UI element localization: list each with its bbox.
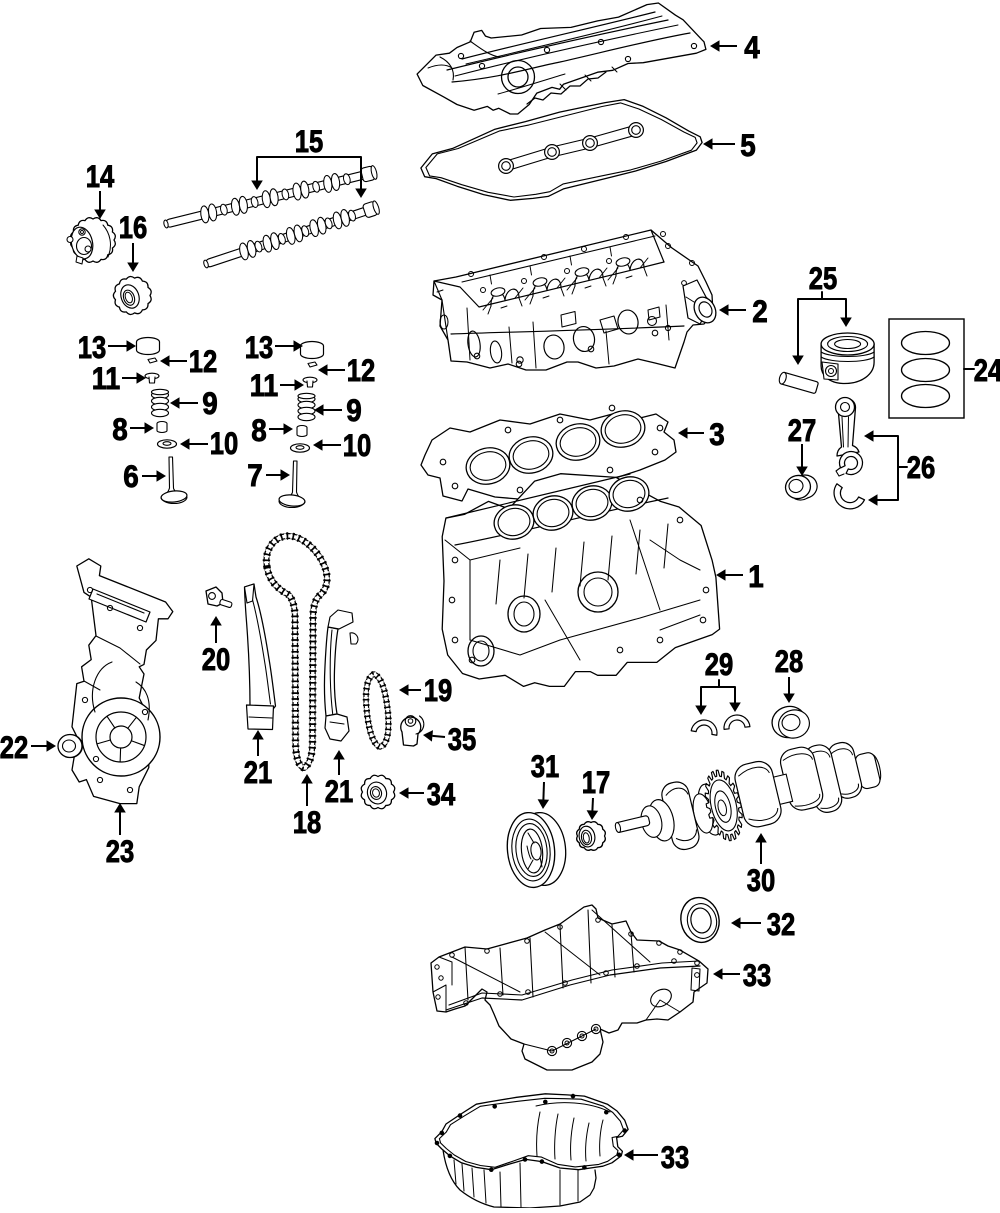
svg-text:28: 28: [775, 643, 804, 679]
svg-text:10: 10: [210, 425, 239, 461]
svg-text:11: 11: [250, 367, 279, 403]
svg-text:35: 35: [448, 721, 477, 757]
svg-text:1: 1: [748, 558, 764, 594]
svg-text:20: 20: [202, 641, 231, 677]
svg-text:3: 3: [709, 416, 725, 452]
svg-text:4: 4: [744, 29, 760, 65]
svg-text:13: 13: [245, 329, 274, 365]
svg-text:23: 23: [106, 833, 135, 869]
svg-text:33: 33: [661, 1139, 690, 1175]
svg-text:5: 5: [740, 127, 756, 163]
svg-text:6: 6: [123, 458, 139, 494]
svg-text:22: 22: [0, 729, 28, 765]
svg-text:9: 9: [202, 385, 218, 421]
svg-text:9: 9: [346, 392, 362, 428]
svg-text:17: 17: [582, 764, 611, 800]
svg-text:2: 2: [752, 293, 768, 329]
svg-text:27: 27: [788, 412, 817, 448]
svg-text:12: 12: [189, 343, 218, 379]
svg-text:24: 24: [974, 352, 1000, 388]
svg-text:29: 29: [705, 646, 734, 682]
svg-text:14: 14: [86, 158, 115, 194]
svg-text:18: 18: [293, 804, 322, 840]
svg-text:16: 16: [119, 209, 148, 245]
svg-text:21: 21: [244, 754, 273, 790]
svg-text:26: 26: [907, 449, 936, 485]
svg-text:30: 30: [747, 862, 776, 898]
svg-text:34: 34: [427, 776, 456, 812]
svg-text:21: 21: [325, 773, 354, 809]
svg-text:8: 8: [251, 412, 267, 448]
svg-text:8: 8: [112, 411, 128, 447]
svg-text:11: 11: [92, 360, 121, 396]
svg-text:33: 33: [743, 957, 772, 993]
svg-text:32: 32: [767, 906, 796, 942]
svg-text:10: 10: [343, 427, 372, 463]
svg-text:31: 31: [531, 748, 560, 784]
svg-text:7: 7: [247, 457, 263, 493]
svg-text:25: 25: [809, 260, 838, 296]
svg-text:19: 19: [424, 672, 453, 708]
svg-text:12: 12: [347, 352, 376, 388]
svg-text:15: 15: [295, 123, 324, 159]
